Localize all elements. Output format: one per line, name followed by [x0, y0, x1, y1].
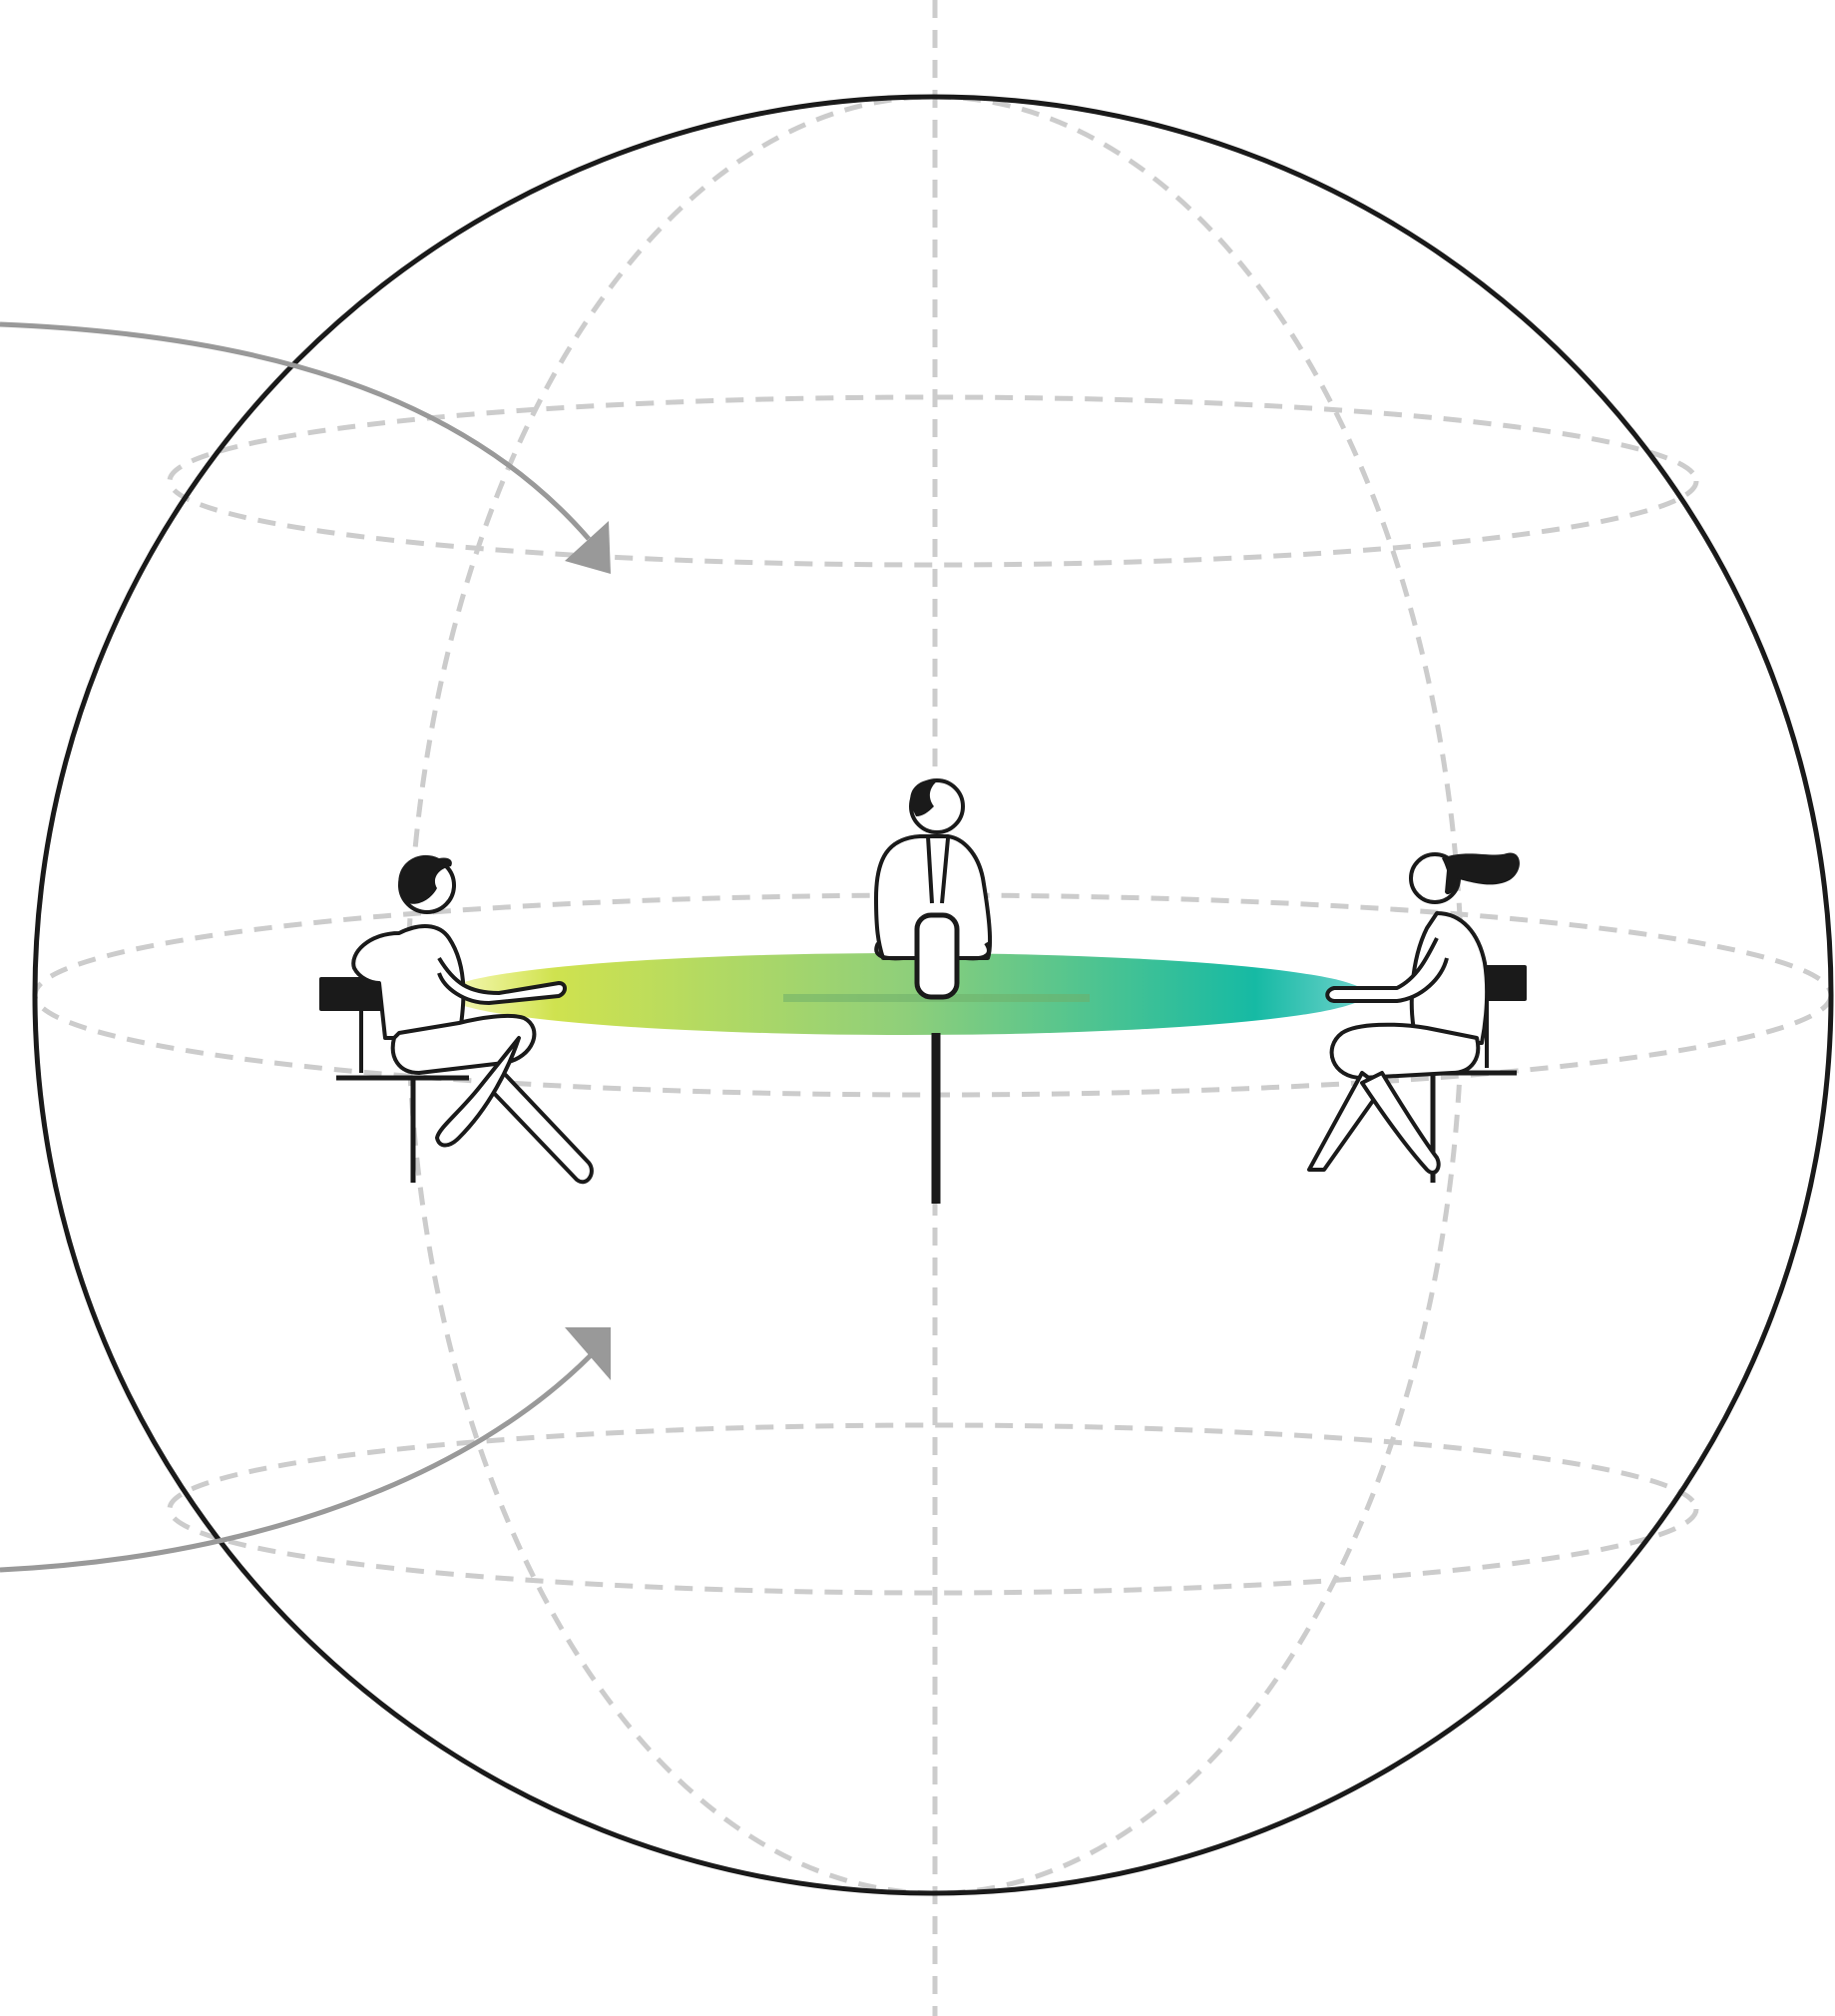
arrow-head-top	[565, 521, 611, 574]
speakerphone-device	[917, 915, 957, 997]
incoming-arrow-bottom	[0, 1327, 611, 1570]
person-right-seated	[1309, 852, 1525, 1183]
incoming-arrow-top	[0, 324, 611, 574]
right-person-leg-front	[1362, 1073, 1439, 1173]
right-person-thigh	[1332, 1025, 1479, 1078]
